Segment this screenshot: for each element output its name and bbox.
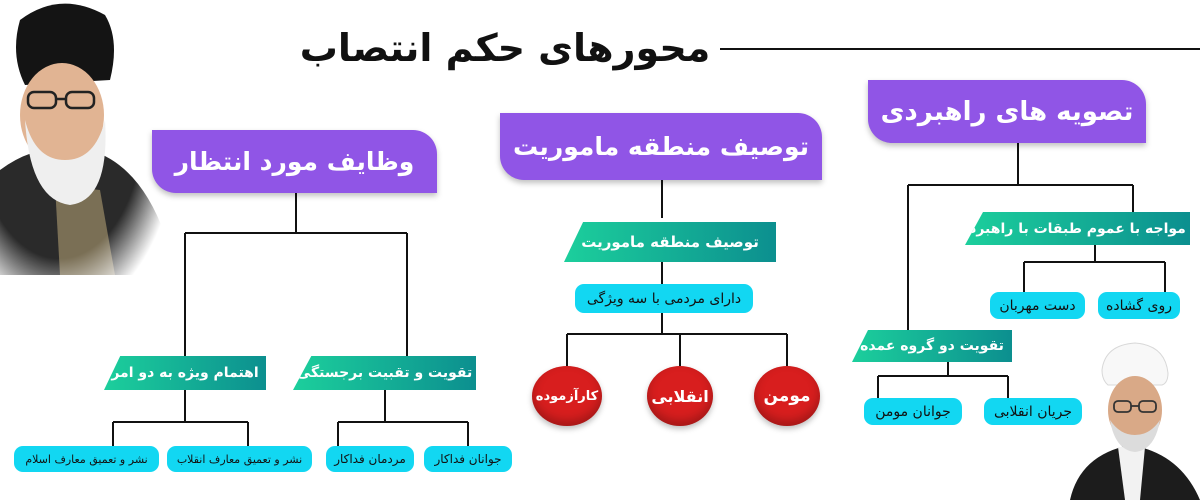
circle-experienced: کارآزموده <box>532 366 602 426</box>
tag-mission-description: توصیف منطقه ماموریت <box>564 222 776 262</box>
page-title: محورهای حکم انتصاب <box>299 26 711 70</box>
circle-believer: مومن <box>754 366 820 426</box>
connector-group <box>112 48 1200 446</box>
pill-devoted-youth: جوانان فداکار <box>424 446 512 472</box>
heading-mission: توصیف منطقه ماموریت <box>500 113 822 180</box>
pill-believer-youth: جوانان مومن <box>864 398 962 425</box>
pill-open-face: روی گشاده <box>1098 292 1180 319</box>
pill-revolutionary-current: جریان انقلابی <box>984 398 1082 425</box>
heading-strategic: تصویه های راهبردی <box>868 80 1146 143</box>
portrait-left-graphic <box>0 0 170 275</box>
circle-revolutionary: انقلابی <box>647 366 713 426</box>
pill-islam-knowledge: نشر و تعمیق معارف اسلام <box>14 446 159 472</box>
pill-kind-hand: دست مهربان <box>990 292 1085 319</box>
tag-two-matters: اهتمام ویژه به دو امر <box>104 356 266 390</box>
tag-elites: تقویت و تقبیت برجستگی <box>293 356 476 390</box>
portrait-left-photo <box>0 0 170 275</box>
tag-two-groups: تقویت دو گروه عمده <box>852 330 1012 362</box>
tag-people-approach: مواجه با عموم طبقات با راهبرد <box>965 212 1190 245</box>
pill-three-traits: دارای مردمی با سه ویژگی <box>575 284 753 313</box>
portrait-right-photo <box>1070 335 1200 500</box>
heading-duties: وظایف مورد انتظار <box>152 130 437 193</box>
pill-revolution-knowledge: نشر و تعمیق معارف انقلاب <box>167 446 312 472</box>
pill-devoted-people: مردمان فداکار <box>326 446 414 472</box>
portrait-right-graphic <box>1070 342 1200 500</box>
